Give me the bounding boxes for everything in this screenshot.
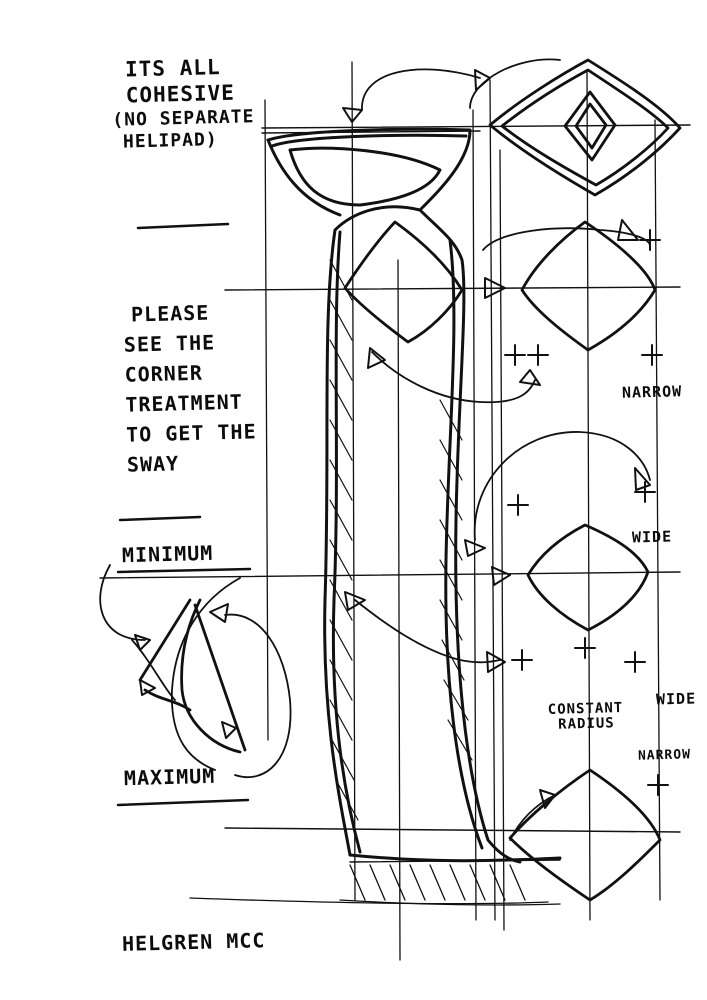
label-minimum: MINIMUM bbox=[122, 541, 214, 568]
wide-mid-text: WIDE bbox=[631, 527, 673, 547]
narrow-low-text: NARROW bbox=[637, 747, 692, 764]
tower-hatching bbox=[329, 259, 473, 821]
label-narrow-low: NARROW bbox=[638, 747, 691, 765]
signature: HELGREN MCC bbox=[122, 928, 266, 957]
note-corner-treatment: PLEASE SEE THE CORNER TREATMENT TO GET T… bbox=[123, 296, 258, 479]
underlines bbox=[116, 222, 252, 807]
tower-body bbox=[266, 127, 562, 864]
plan-diamond-mid bbox=[526, 523, 650, 632]
label-constant-radius: CONSTANT RADIUS bbox=[548, 700, 624, 734]
label-maximum: MAXIMUM bbox=[124, 764, 216, 791]
transition-arrows bbox=[99, 58, 651, 841]
note-line: TREATMENT bbox=[125, 389, 244, 417]
plan-diamond-top bbox=[488, 58, 682, 197]
note-line: (NO SEPARATE bbox=[112, 105, 255, 131]
note-line: SEE THE bbox=[123, 330, 216, 357]
note-line: CORNER bbox=[124, 360, 204, 387]
note-line: HELIPAD) bbox=[122, 129, 218, 153]
label-wide-low: WIDE bbox=[656, 689, 697, 709]
vertical-guide-lines bbox=[264, 61, 661, 961]
note-line: SWAY bbox=[126, 451, 180, 477]
note-line: PLEASE bbox=[130, 300, 210, 327]
arrow-heads bbox=[134, 69, 651, 809]
note-line: COHESIVE bbox=[125, 80, 236, 108]
narrow-top-text: NARROW bbox=[621, 382, 683, 402]
base-hatching bbox=[189, 864, 561, 906]
plan-diamond-upper bbox=[520, 220, 657, 352]
label-narrow-top: NARROW bbox=[622, 382, 683, 402]
minimum-text: MINIMUM bbox=[121, 540, 214, 568]
plan-diamond-bottom bbox=[508, 768, 662, 902]
note-cohesive: ITS ALL COHESIVE (NO SEPARATE HELIPAD) bbox=[111, 53, 256, 154]
note-line: RADIUS bbox=[557, 715, 615, 734]
dimension-ticks bbox=[504, 229, 669, 796]
note-line: ITS ALL bbox=[124, 55, 221, 82]
corner-detail-diagram bbox=[138, 598, 247, 754]
plan-diamond-tower-top bbox=[343, 220, 464, 344]
note-line: TO GET THE bbox=[125, 419, 257, 447]
wide-low-text: WIDE bbox=[655, 689, 697, 709]
maximum-text: MAXIMUM bbox=[123, 763, 216, 791]
signature-text: HELGREN MCC bbox=[121, 928, 266, 956]
label-wide-mid: WIDE bbox=[632, 527, 673, 547]
